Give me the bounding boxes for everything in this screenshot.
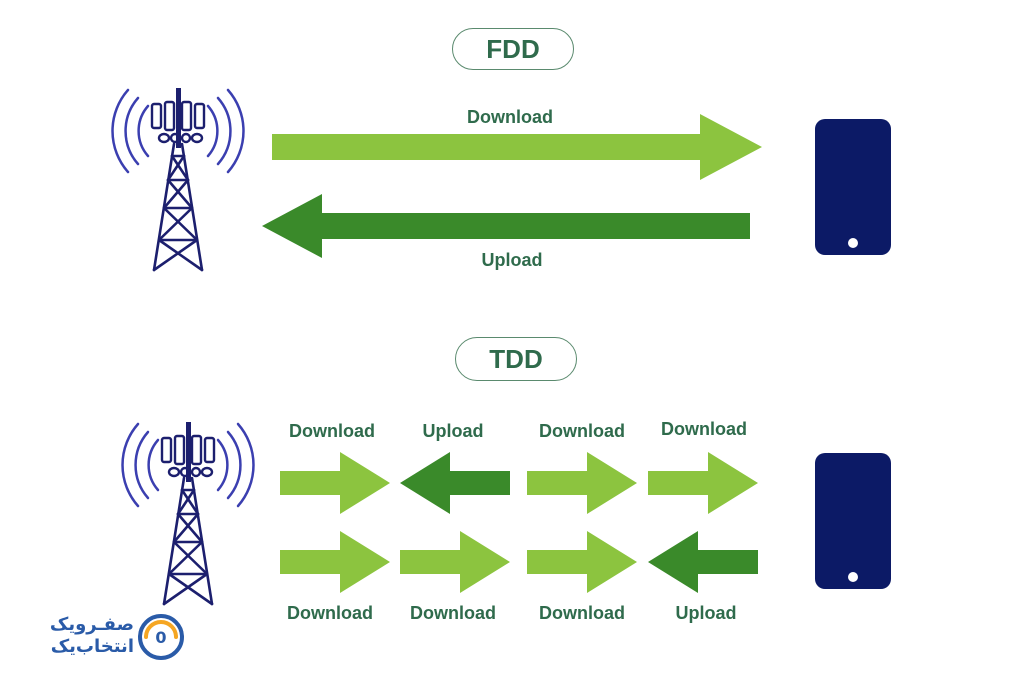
fdd-cell-tower-icon — [111, 86, 245, 272]
tdd-top-arrow-4 — [648, 452, 758, 514]
tdd-bottom-arrow-1 — [280, 531, 390, 593]
brand-logo: صفـرویک انتخاب‌یک 0 — [26, 606, 186, 670]
fdd-smartphone-icon — [815, 119, 891, 255]
logo-text-line1: صفـرویک — [49, 614, 134, 635]
tdd-top-label: Download — [539, 421, 625, 441]
fdd-download-label: Download — [467, 107, 553, 127]
tdd-top-label: Upload — [422, 421, 484, 441]
tdd-top-arrow-3 — [527, 452, 637, 514]
fdd-download-arrow — [272, 114, 762, 180]
fdd-upload-label: Upload — [481, 250, 543, 270]
svg-text:0: 0 — [155, 628, 166, 647]
tdd-top-label: Download — [289, 421, 375, 441]
tdd-smartphone-icon — [815, 453, 891, 589]
fdd-title: FDD — [452, 28, 574, 70]
tdd-title: TDD — [455, 337, 577, 381]
logo-text-line2: انتخاب‌یک — [50, 636, 134, 657]
tdd-bottom-arrow-2 — [400, 531, 510, 593]
tdd-cell-tower-icon — [121, 420, 255, 606]
tdd-bottom-arrow-4 — [648, 531, 758, 593]
tdd-bottom-arrow-3 — [527, 531, 637, 593]
tdd-top-label: Download — [661, 419, 747, 439]
tdd-top-arrow-2 — [400, 452, 510, 514]
tdd-bottom-label: Download — [410, 603, 496, 623]
tdd-top-arrow-1 — [280, 452, 390, 514]
tdd-bottom-label: Upload — [675, 603, 737, 623]
tdd-bottom-label: Download — [539, 603, 625, 623]
tdd-bottom-label: Download — [287, 603, 373, 623]
logo-mark-icon: 0 — [138, 614, 184, 660]
fdd-upload-arrow — [262, 194, 750, 258]
